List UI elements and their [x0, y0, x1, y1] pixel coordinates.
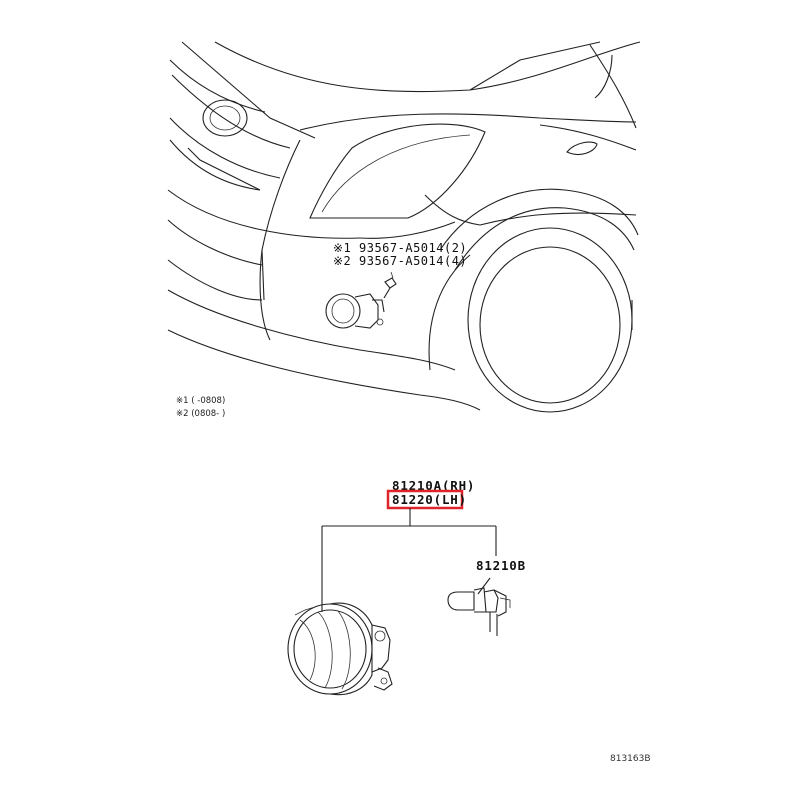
car-front-illustration [167, 41, 641, 413]
installed-fog-lamp-icon [325, 293, 385, 329]
highlight-box-lh [386, 489, 464, 510]
fog-lamp-assembly-icon [287, 602, 393, 696]
leader-line-bulb-tip [477, 577, 491, 595]
callout-fog-lamp-lh: 81220(LH) [392, 492, 467, 507]
screw-icon [383, 271, 397, 299]
note-range-1: ※1 ( -0808) [176, 396, 225, 406]
note-range-2: ※2 (0808- ) [176, 409, 225, 419]
callout-screw-2: ※2 93567-A5014(4) [333, 254, 467, 268]
figure-id: 813163B [610, 754, 651, 764]
callout-bulb: 81210B [476, 558, 526, 573]
callout-screw-1: ※1 93567-A5014(2) [333, 241, 467, 255]
callout-fog-lamp-rh: 81210A(RH) [392, 478, 475, 493]
fog-bulb-icon [447, 587, 511, 636]
